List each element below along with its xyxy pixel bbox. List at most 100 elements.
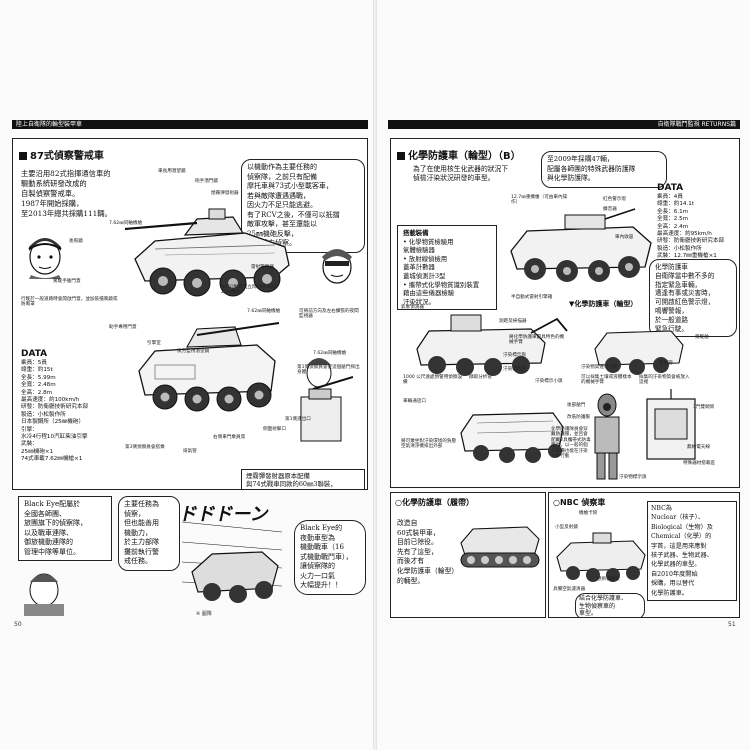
label-coax-gun-2: 7.62㎜同軸機槍 (247, 309, 281, 314)
intro-text-87: 主要沿用82式指揮通信車的驅動系統研發改成的自製偵察警戒車。1987年開始採購，… (21, 169, 112, 219)
scout-mission-bubble: 主要任務為偵察，但也能善用機動力，於主力部隊攤前執行警戒任務。 (118, 496, 180, 571)
label-air-filter: 具備空氣濾清器 (553, 587, 586, 592)
text-line: 自衛隊當中數不多的 (655, 271, 715, 280)
text-line: 偵察隊，之前只有配備 (247, 172, 317, 181)
text-line: 主要沿用82式指揮通信車的 (21, 169, 111, 178)
text-line: 60式裝甲車， (397, 528, 440, 537)
text-line: 夜勤車型為 (300, 533, 335, 542)
rear-hatch-drawing (646, 389, 696, 460)
text-line: 蓋城偵測計3型 (403, 271, 446, 280)
text-line: 全高：2.8m (21, 389, 53, 396)
sound-effect-text: ドドドーン (177, 504, 272, 525)
text-line: 汙染狀況。 (403, 297, 435, 306)
panel-chemical-protection-vehicle: 化學防護車（輪型）（B） 為了在使用核生化武器的狀況下偵檢汙染狀況研發的車型。 … (390, 138, 740, 488)
label-robot-arm-feature: 將化學防護車最具特色的機械手臂 (509, 335, 565, 346)
procurement-bubble: 至2009年採購47輛，配屬各師團的特殊武器防護隊與化學防護隊。 (541, 151, 667, 188)
text-line: 遭逢有事或災害時， (655, 289, 715, 298)
label-engine-room: 引擎室 (147, 341, 161, 346)
text-line: Biological（生物）及 (651, 523, 713, 531)
text-line: 偵檢汙染狀況研發的車型。 (413, 174, 495, 182)
text-line: 御旅機動連隊的 (24, 538, 73, 546)
text-line: 緊急行駛。 (655, 324, 688, 333)
text-line: 採購，用以替代 (651, 580, 695, 588)
text-line: Black Eye的 (300, 524, 343, 532)
label-night-monitor: 可將前方向及左右擴張的夜間監視器 (299, 309, 359, 320)
text-line: • 放射線偵檢用 (403, 254, 448, 263)
text-line: 管理中隊等單位。 (24, 547, 80, 556)
chem-vehicle-arm-drawing (416, 314, 568, 376)
label-side-firing-port: 側面射擊口 (263, 427, 286, 432)
label-coax-gun-3: 7.62㎜同軸機槍 (313, 351, 347, 356)
text-line: 於主力部隊 (124, 538, 159, 546)
section-title-chem: 化學防護車（輪型）（B） (397, 147, 521, 162)
label-25mm-cannon: NATO制式奧立岡KBA-B02 25㎜機砲 (221, 285, 277, 296)
soldier-face-illustration (28, 238, 62, 279)
text-line: 化學防護車（輪型） (397, 566, 459, 575)
text-line: 以及戰車連隊、 (24, 528, 73, 537)
panel-nbc-recon: ○NBC 偵察車 機槍卡筒 小型反射鏡 具備空氣濾清器 懸掛機槍架 結合化學防護… (548, 492, 740, 618)
tracked-chem-vehicle-drawing (460, 526, 540, 568)
text-line: 式機動戰鬥車）， (300, 552, 353, 561)
text-line: 研發：防衛廳技術研究本部 (21, 404, 89, 411)
text-line: 氣體檢驗器 (403, 246, 435, 255)
label-inside-storage: 車內收容 (615, 235, 634, 240)
text-line: 74式車載7.62㎜機槍×1 (21, 456, 83, 463)
text-line: 引擎： (21, 426, 38, 433)
text-line: 至2009年採購47輛， (547, 155, 614, 163)
text-line: 製造：小松製作所 (657, 245, 702, 252)
nbc-combined-bubble: 結合化學防護車、生物偵察車的車型。 (575, 593, 645, 618)
subtitle-wheeled: ▼化學防護車（輪型） (569, 300, 638, 308)
label-coax-gun: 7.62㎜同軸機槍 (109, 221, 143, 226)
text-line: 攤前執行警 (124, 547, 159, 556)
text-line: 全國各師團、 (24, 509, 66, 518)
crew-face-illustration (322, 249, 352, 284)
label-flag-holder: 汙染標示夾 (503, 367, 526, 372)
text-line: 總重：約15t (21, 367, 53, 374)
label-right-door: 右側車門乘員席 (213, 435, 246, 440)
text-line: 但也能善用 (124, 519, 159, 527)
chem-vehicle-cutaway-drawing (460, 412, 564, 463)
nbc-vehicle-drawing (556, 532, 646, 582)
text-line: 與74式戰車同款的60㎜3聯裝， (246, 480, 337, 489)
label-twin-tubes: 3門雙頭筒 (693, 405, 715, 410)
text-line: 鳴響警報， (655, 306, 688, 315)
equipment-box: 搭載裝備 • 化學物質檢驗用 氣體檢驗器• 放射線偵檢用 蓋革計數器 蓋城偵測計… (397, 225, 497, 311)
label-first-scout: 第1側偵察員會從這個艙門探出身體 (297, 365, 360, 376)
text-line: 生物偵察車的 (579, 602, 616, 610)
label-range-scanner: 測距及掃描器 (499, 319, 527, 324)
rcv-vehicle-drawing (125, 208, 290, 297)
text-line: 主要任務為 (124, 500, 159, 508)
label-laser-box: 半自動式雷射引擎箱 (511, 295, 553, 300)
text-line: 車型。 (579, 610, 598, 618)
text-line: 全長：5.99m (21, 374, 56, 381)
text-line: 火力一口氣 (300, 571, 335, 580)
panel2-title: ○化學防護車（履帶） (395, 498, 474, 507)
label-analysis: 汙染物質進行分析 (581, 365, 618, 370)
text-line: 摩托車與73式小型載客車， (247, 182, 333, 190)
text-line: 化學防護車 (655, 263, 688, 271)
text-line: 旅團旗下的偵察隊， (24, 519, 87, 527)
label-sampling-arm: 可以採集土壤或液體樣本的機械手臂 (581, 375, 632, 386)
text-line: 水冷4行程10汽缸柴油引擎 (21, 434, 88, 441)
text-line: 1987年開始採購， (21, 199, 84, 208)
text-line: 但在1990年代被換成76㎜4聯裝。 (246, 489, 360, 490)
label-cockpit: 駕駛艙 (695, 335, 709, 340)
text-line: 讓偵察隊的 (300, 562, 335, 570)
text-line: 有了RCV之後，不僅可以抵擋 (247, 210, 340, 219)
label-contamination-flag: 汙染標示旗 (503, 353, 526, 358)
text-line: 驅動系統研發改成的 (21, 179, 87, 188)
text-line: 自製偵察警戒車。 (21, 189, 80, 198)
label-mg-mount: 機槍卡筒 (579, 511, 598, 516)
text-line: 與化學防護隊。 (547, 174, 595, 182)
text-line: • 化學物質檢驗用 (403, 237, 454, 246)
panel-blackeye-comic: Black Eye配屬於全國各師團、旅團旗下的偵察隊，以及戰車連隊、御旅機動連隊… (12, 492, 368, 618)
text-line: 於一般道路 (655, 315, 688, 324)
label-sample-container: 採集的汙染物質會被放入這裡 (639, 375, 690, 386)
label-air-cleaner: 將可乘坐對汙染環境的負壓空氣清淨機排出外部 (401, 439, 457, 450)
label-exhaust: 排氣管 (183, 449, 197, 454)
text-line: 最高速度：約100km/h (21, 397, 80, 404)
